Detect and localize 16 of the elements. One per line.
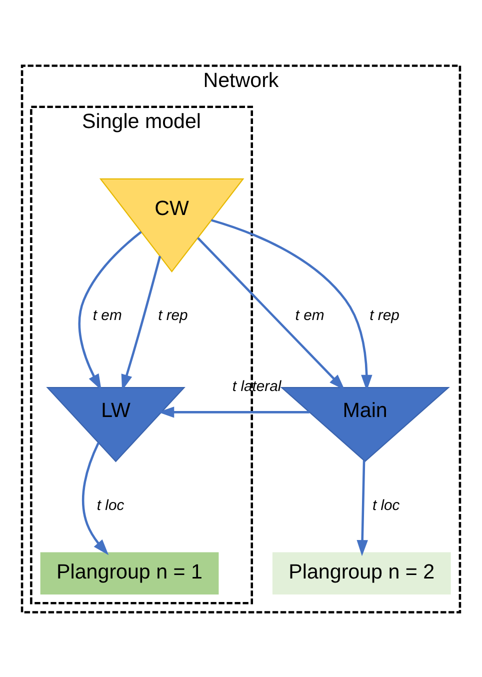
edge-label: t rep (370, 308, 400, 324)
arrow (121, 255, 162, 390)
edge-label: t em (295, 308, 324, 324)
node-box: Plangroup n = 2 (272, 552, 451, 594)
edge-label: t lateral (232, 378, 282, 394)
edge-label: t loc (96, 497, 124, 514)
arrow (158, 406, 310, 418)
edge-label: t rep (158, 308, 188, 324)
arrow (82, 442, 109, 555)
node-box: Plangroup n = 1 (40, 552, 219, 594)
edge-label: t loc (372, 497, 400, 514)
arrow (78, 230, 142, 390)
arrow (356, 460, 368, 556)
edge-label: t em (92, 308, 122, 324)
arrow (211, 218, 372, 390)
arrow (197, 236, 345, 390)
